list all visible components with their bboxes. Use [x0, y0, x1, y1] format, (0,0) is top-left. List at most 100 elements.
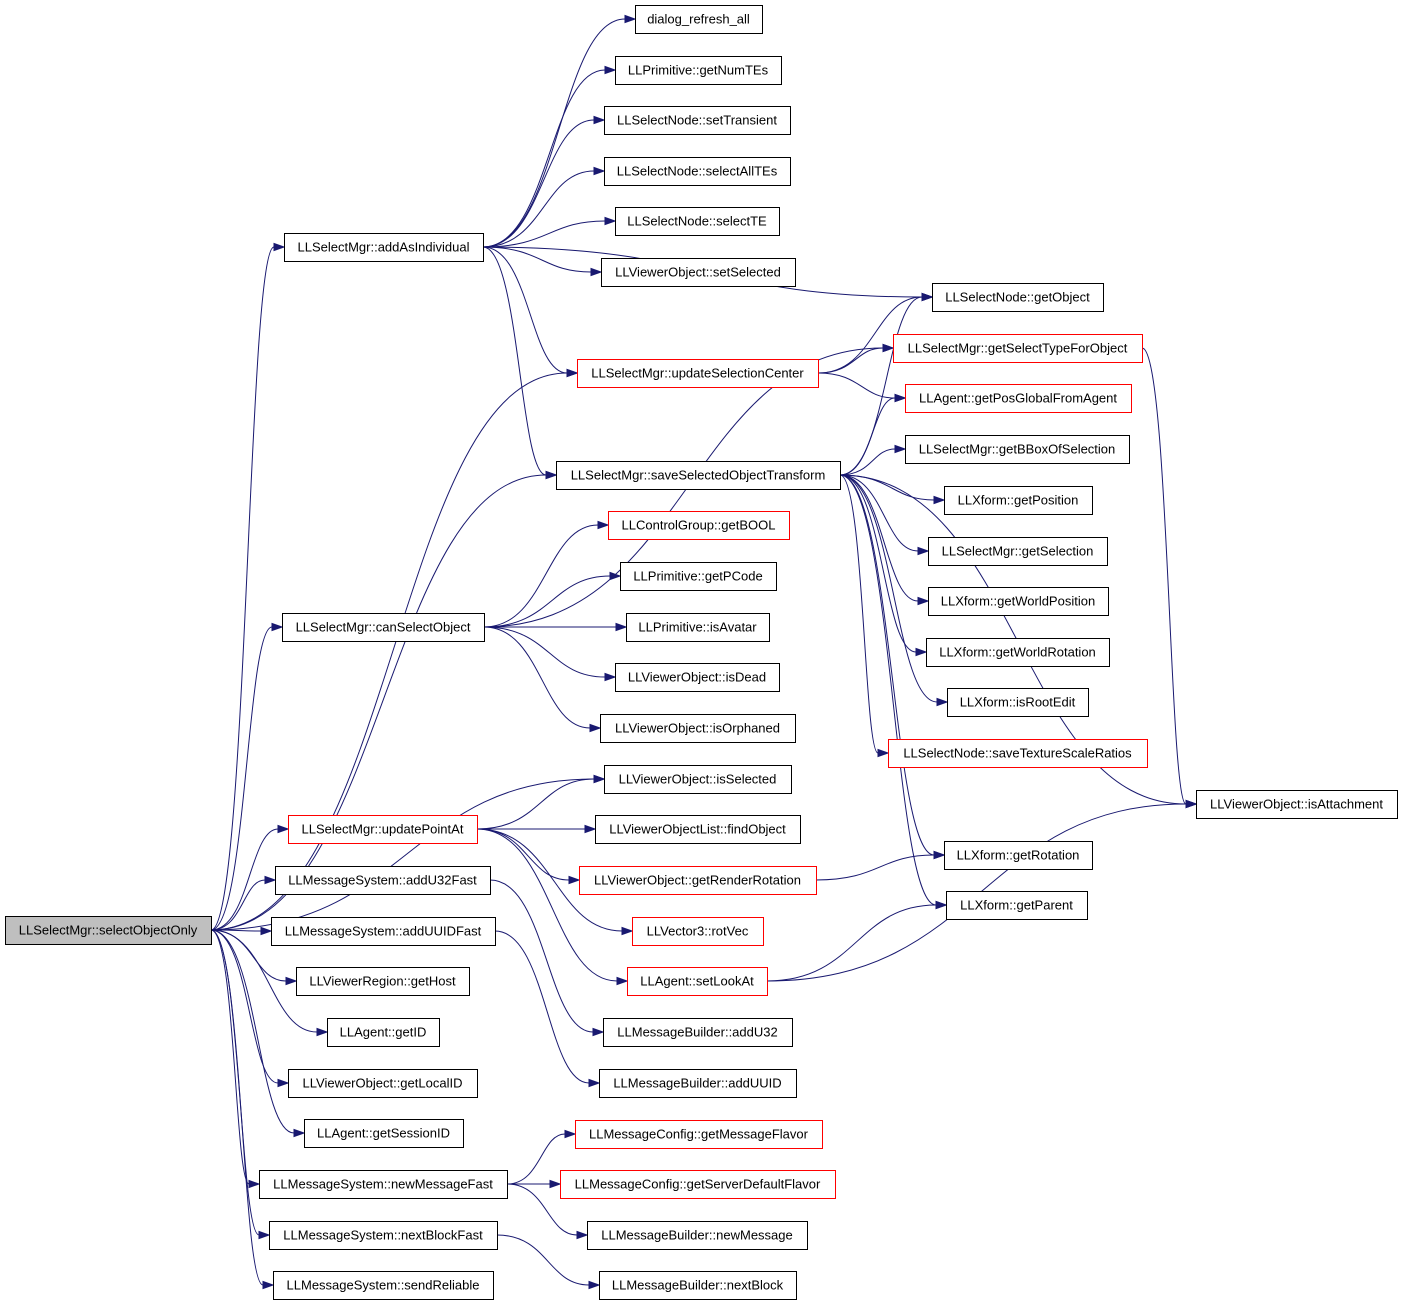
edge-arrowhead: [293, 1128, 306, 1138]
node-label: LLSelectNode::saveTextureScaleRatios: [903, 746, 1132, 761]
node-add-u32[interactable]: LLMessageBuilder::addU32: [603, 1018, 793, 1047]
edge-line: [1141, 347, 1187, 805]
node-send-reliable[interactable]: LLMessageSystem::sendReliable: [273, 1271, 494, 1300]
edge-line: [210, 246, 275, 931]
call-edge: [482, 115, 606, 248]
node-set-transient[interactable]: LLSelectNode::setTransient: [604, 106, 791, 135]
node-next-block-fast[interactable]: LLMessageSystem::nextBlockFast: [269, 1221, 498, 1250]
node-get-bool[interactable]: LLControlGroup::getBOOL: [608, 511, 790, 540]
edge-line: [476, 778, 595, 830]
node-get-world-rot[interactable]: LLXform::getWorldRotation: [926, 638, 1110, 667]
edge-arrowhead: [248, 1179, 261, 1189]
node-get-rotation[interactable]: LLXform::getRotation: [944, 841, 1093, 870]
node-add-uuid[interactable]: LLMessageBuilder::addUUID: [599, 1069, 797, 1098]
node-is-attachment[interactable]: LLViewerObject::isAttachment: [1196, 790, 1398, 819]
edge-line: [210, 879, 266, 931]
node-box: [604, 106, 791, 135]
edge-arrowhead: [549, 1179, 562, 1189]
node-box: [947, 688, 1089, 717]
node-get-host[interactable]: LLViewerRegion::getHost: [296, 967, 470, 996]
node-can-select[interactable]: LLSelectMgr::canSelectObject: [282, 613, 485, 642]
node-box: [600, 714, 796, 743]
node-get-pos-global[interactable]: LLAgent::getPosGlobalFromAgent: [905, 384, 1132, 413]
node-box: [603, 1018, 793, 1047]
edge-arrowhead: [936, 697, 949, 707]
node-find-object[interactable]: LLViewerObjectList::findObject: [595, 815, 801, 844]
edge-line: [839, 474, 935, 856]
edge-arrowhead: [568, 875, 581, 885]
node-label: LLSelectNode::getObject: [945, 290, 1090, 305]
node-is-root-edit[interactable]: LLXform::isRootEdit: [947, 688, 1089, 717]
node-label: LLXform::getRotation: [957, 848, 1080, 863]
node-set-look-at[interactable]: LLAgent::setLookAt: [627, 967, 768, 996]
node-upd-point-at[interactable]: LLSelectMgr::updatePointAt: [288, 815, 478, 844]
edge-line: [210, 828, 279, 931]
node-box: [893, 334, 1143, 363]
node-rot-vec[interactable]: LLVector3::rotVec: [632, 917, 764, 946]
node-box: [888, 739, 1148, 768]
call-edge: [476, 828, 629, 986]
node-box: [615, 663, 780, 692]
node-save-tex[interactable]: LLSelectNode::saveTextureScaleRatios: [888, 739, 1148, 768]
node-label: dialog_refresh_all: [647, 12, 750, 27]
edge-line: [210, 474, 547, 931]
edge-line: [817, 372, 896, 399]
node-get-num-tes[interactable]: LLPrimitive::getNumTEs: [615, 56, 782, 85]
node-get-position[interactable]: LLXform::getPosition: [944, 486, 1093, 515]
call-edge: [839, 393, 907, 476]
node-new-msg-fast[interactable]: LLMessageSystem::newMessageFast: [259, 1170, 508, 1199]
edge-arrowhead: [624, 14, 637, 24]
node-get-pcode[interactable]: LLPrimitive::getPCode: [620, 562, 777, 591]
node-get-server-flavor[interactable]: LLMessageConfig::getServerDefaultFlavor: [560, 1170, 836, 1199]
node-get-select-type[interactable]: LLSelectMgr::getSelectTypeForObject: [893, 334, 1143, 363]
node-get-id[interactable]: LLAgent::getID: [327, 1018, 440, 1047]
node-select-all-tes[interactable]: LLSelectNode::selectAllTEs: [604, 157, 791, 186]
edge-arrowhead: [1185, 799, 1198, 809]
call-edges: [210, 14, 1198, 1290]
call-edge: [476, 828, 634, 936]
edge-line: [210, 929, 295, 1134]
edge-arrowhead: [604, 65, 617, 75]
node-label: LLMessageSystem::nextBlockFast: [283, 1228, 483, 1243]
node-is-orphaned[interactable]: LLViewerObject::isOrphaned: [600, 714, 796, 743]
node-get-world-pos[interactable]: LLXform::getWorldPosition: [928, 587, 1109, 616]
node-label: LLMessageSystem::addUUIDFast: [285, 924, 482, 939]
node-label: LLMessageSystem::newMessageFast: [273, 1177, 493, 1192]
node-box: [928, 537, 1108, 566]
node-get-render-rot[interactable]: LLViewerObject::getRenderRotation: [579, 866, 817, 895]
node-is-dead[interactable]: LLViewerObject::isDead: [615, 663, 780, 692]
node-new-message[interactable]: LLMessageBuilder::newMessage: [587, 1221, 808, 1250]
node-add-u32fast[interactable]: LLMessageSystem::addU32Fast: [275, 866, 491, 895]
call-edge: [476, 774, 606, 830]
node-get-bbox[interactable]: LLSelectMgr::getBBoxOfSelection: [905, 435, 1130, 464]
node-root[interactable]: LLSelectMgr::selectObjectOnly: [5, 916, 212, 945]
node-get-selection[interactable]: LLSelectMgr::getSelection: [928, 537, 1108, 566]
node-box: [632, 917, 764, 946]
edge-arrowhead: [894, 393, 907, 403]
node-is-avatar[interactable]: LLPrimitive::isAvatar: [626, 613, 770, 642]
node-add-uuidfast[interactable]: LLMessageSystem::addUUIDFast: [271, 917, 496, 946]
edge-arrowhead: [277, 1078, 290, 1088]
node-box: [296, 967, 470, 996]
edge-line: [210, 929, 279, 1084]
node-is-selected[interactable]: LLViewerObject::isSelected: [604, 765, 792, 794]
call-edge: [210, 929, 329, 1037]
node-save-sel[interactable]: LLSelectMgr::saveSelectedObjectTransform: [556, 461, 841, 490]
node-upd-sel-center[interactable]: LLSelectMgr::updateSelectionCenter: [577, 359, 819, 388]
node-get-session-id[interactable]: LLAgent::getSessionID: [304, 1119, 464, 1148]
node-select-te[interactable]: LLSelectNode::selectTE: [615, 207, 780, 236]
node-next-block[interactable]: LLMessageBuilder::nextBlock: [599, 1271, 797, 1300]
edge-line: [482, 69, 606, 248]
node-box: [327, 1018, 440, 1047]
node-box: [575, 1120, 823, 1149]
edge-arrowhead: [877, 748, 890, 758]
node-get-local-id[interactable]: LLViewerObject::getLocalID: [288, 1069, 478, 1098]
node-dialog[interactable]: dialog_refresh_all: [635, 5, 763, 34]
node-set-selected[interactable]: LLViewerObject::setSelected: [601, 258, 796, 287]
node-add-as-individual[interactable]: LLSelectMgr::addAsIndividual: [284, 233, 484, 262]
node-box: [1196, 790, 1398, 819]
node-get-parent[interactable]: LLXform::getParent: [946, 891, 1088, 920]
edge-line: [210, 929, 250, 1185]
node-get-msg-flavor[interactable]: LLMessageConfig::getMessageFlavor: [575, 1120, 823, 1149]
node-get-object[interactable]: LLSelectNode::getObject: [932, 283, 1104, 312]
